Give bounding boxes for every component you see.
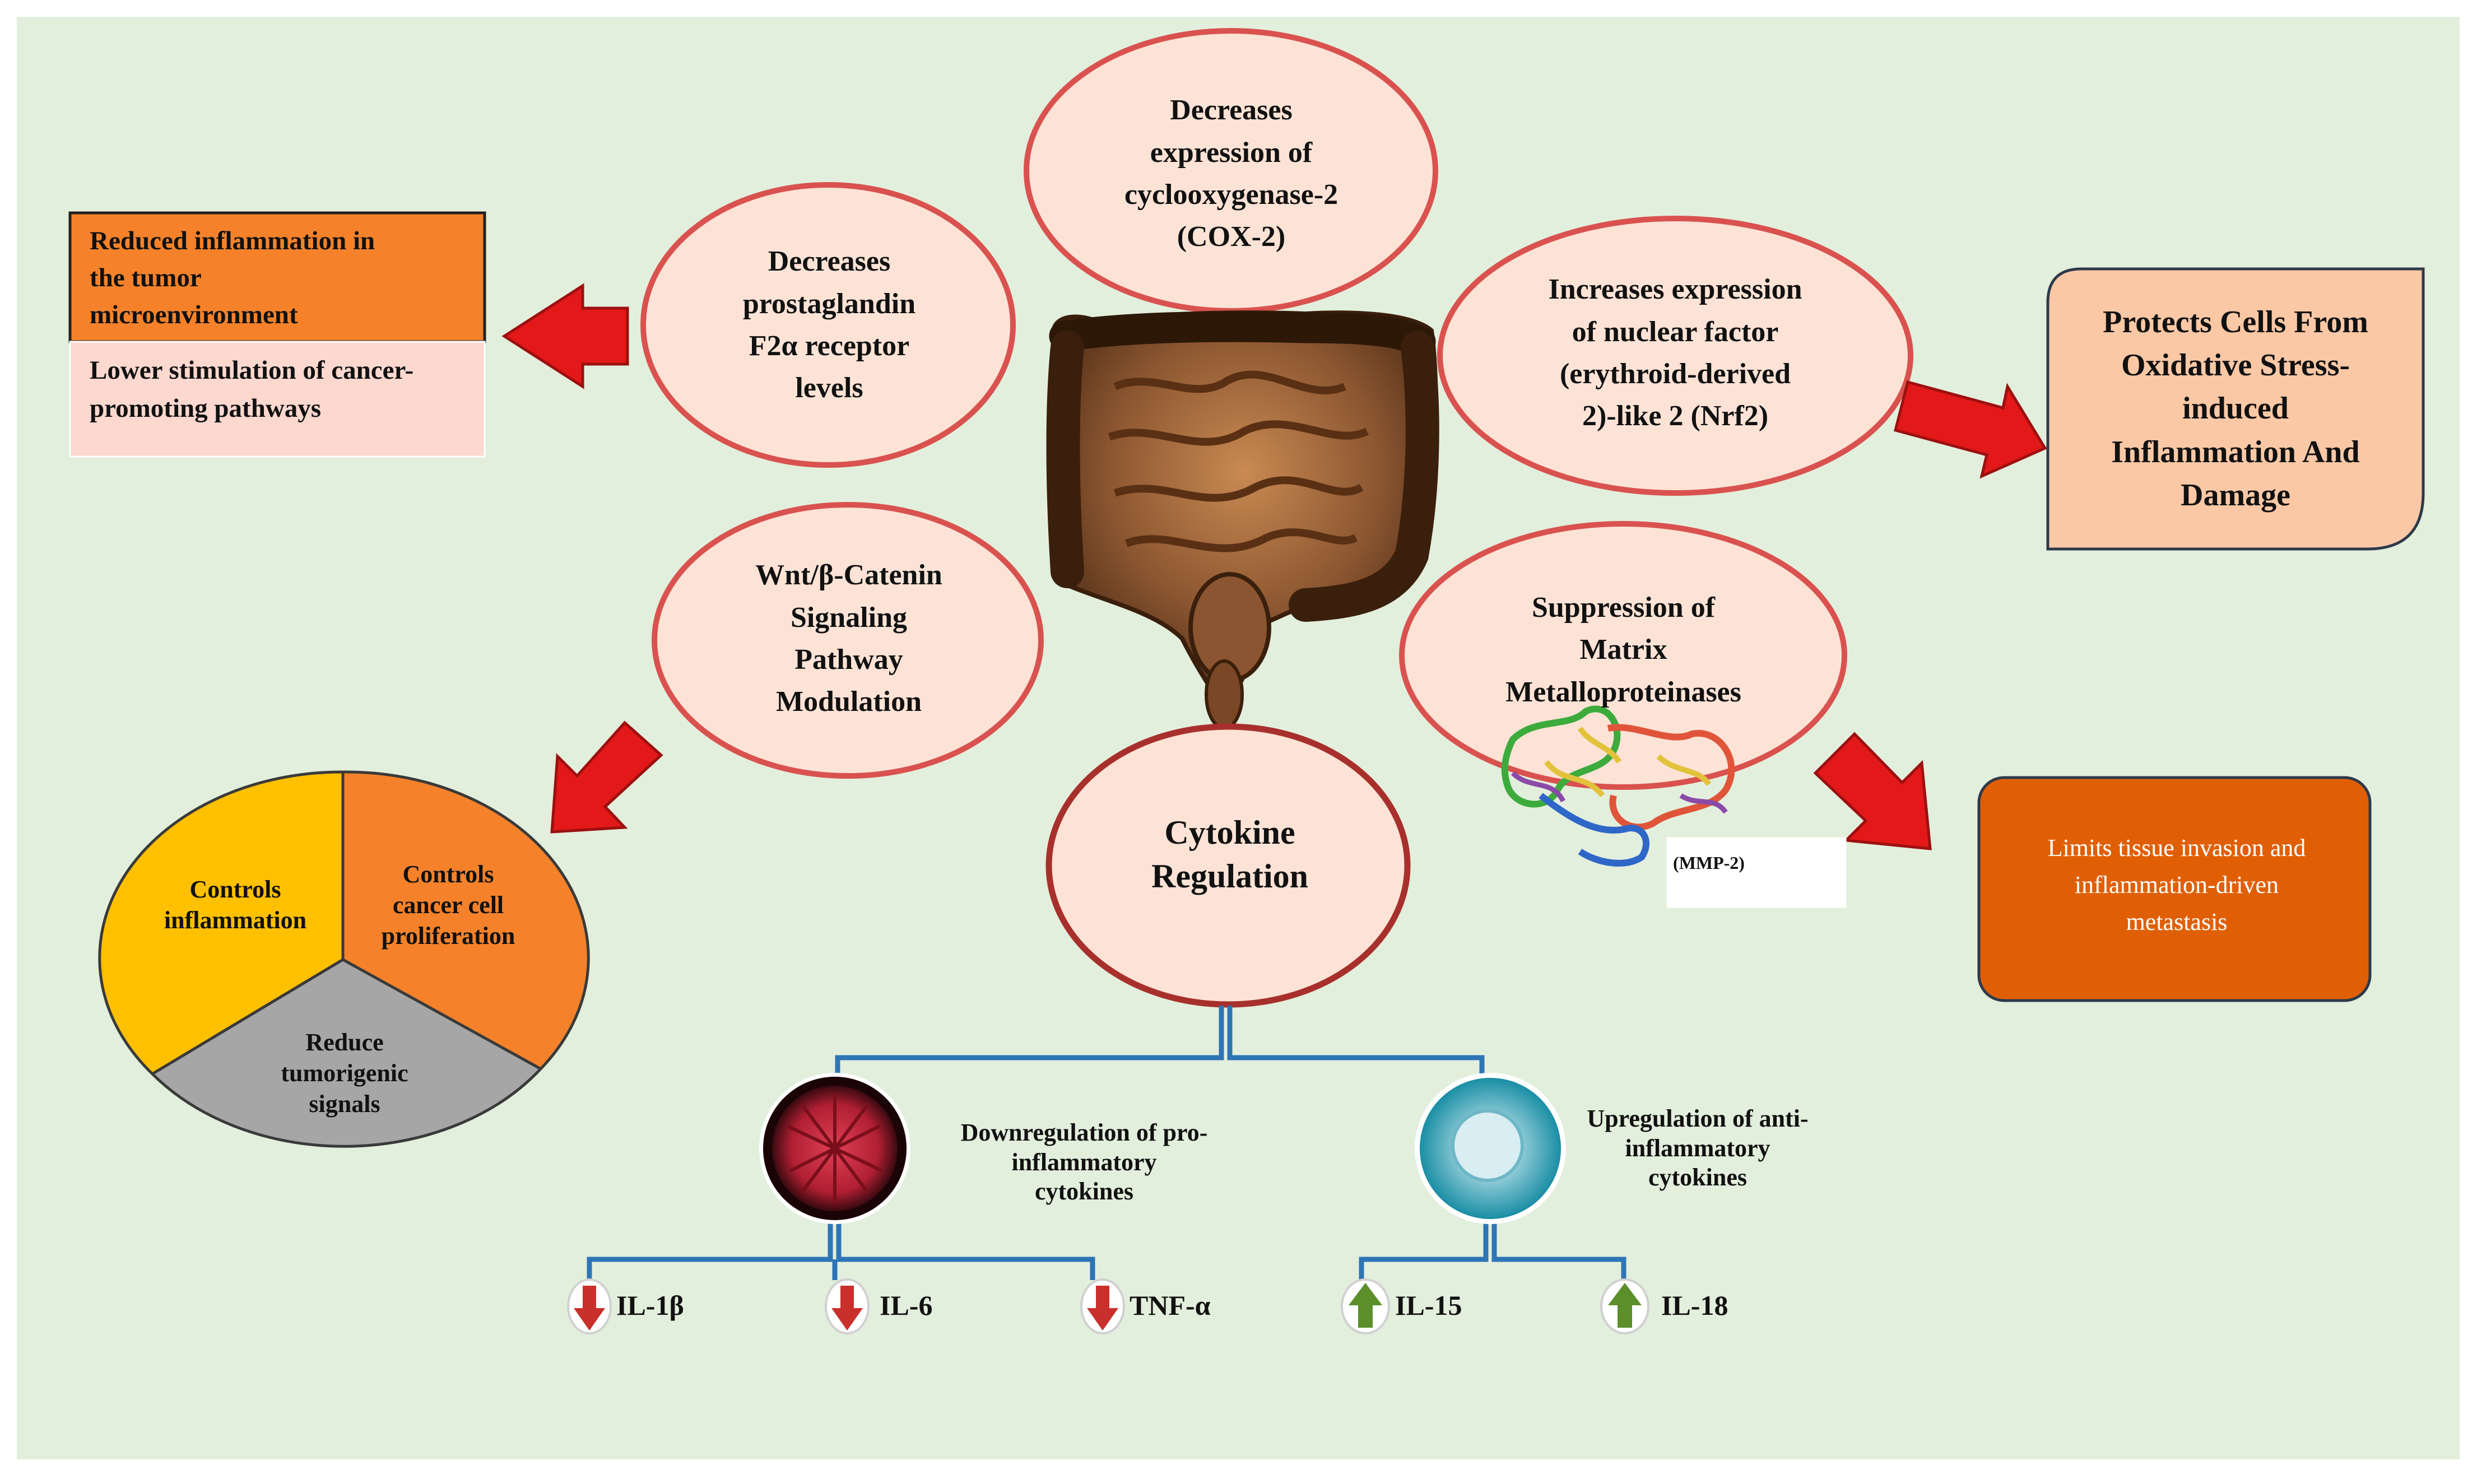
mmp-outcome-box: [1977, 776, 2372, 1002]
upregulation-label: Upregulation of anti- inflammatory cytok…: [1587, 1104, 1809, 1192]
oval-wnt-text: Wnt/β-Catenin Signaling Pathway Modulati…: [755, 559, 942, 718]
pie-label-proliferation: Controls cancer cell proliferation: [381, 860, 515, 950]
arrow-right-red: [1893, 380, 2047, 479]
nrf2-outcome-box: [2046, 267, 2425, 551]
oval-cytokine: [1045, 723, 1411, 1008]
mmp-label-box: [1666, 837, 1847, 908]
mmp-outcome-text: Limits tissue invasion and inflammation-…: [2047, 834, 2306, 936]
oval-cytokine-text: Cytokine Regulation: [1151, 814, 1309, 895]
left-box-bottom: [69, 341, 486, 458]
downregulation-label: Downregulation of pro- inflammatory cyto…: [960, 1118, 1208, 1206]
oval-mmp-text: Suppression of Matrix Metalloproteinases: [1505, 591, 1741, 708]
down-arrow-icon: [825, 1278, 870, 1334]
pie-label-inflammation: Controls inflammation: [164, 876, 307, 934]
down-arrow-icon: [567, 1278, 612, 1334]
oval-nrf2: [1437, 216, 1913, 496]
oval-wnt: [652, 502, 1044, 779]
pie-slice-tumorigenic: [150, 958, 543, 1148]
cytokine-il6: IL-6: [880, 1289, 933, 1321]
blue-cell-icon: [1415, 1073, 1566, 1224]
nrf2-outcome-text: Protects Cells From Oxidative Stress- in…: [2103, 304, 2368, 513]
intestine-icon: [1046, 310, 1439, 730]
down-arrow-icon: [1080, 1278, 1125, 1334]
up-arrow-icon: [1600, 1278, 1649, 1334]
left-box-bottom-text: Lower stimulation of cancer- promoting p…: [90, 355, 414, 423]
left-box-top-text: Reduced inflammation in the tumor microe…: [90, 226, 375, 329]
oval-mmp: [1399, 521, 1847, 790]
pie-label-tumorigenic: Reduce tumorigenic signals: [281, 1028, 408, 1118]
cytokine-il18: IL-18: [1661, 1289, 1728, 1321]
oval-prostaglandin-text: Decreases prostaglandin F2α receptor lev…: [742, 245, 916, 404]
pie-chart: [98, 770, 590, 1148]
cytokine-tnfa: TNF-α: [1130, 1289, 1211, 1321]
oval-cox2-text: Decreases expression of cyclooxygenase-2…: [1124, 94, 1339, 253]
oval-nrf2-text: Increases expression of nuclear factor (…: [1548, 273, 1802, 432]
red-cell-icon: [759, 1073, 910, 1224]
arrow-down-left-red: [550, 720, 663, 834]
pie-slice-inflammation: [98, 770, 345, 1076]
up-arrow-icon: [1341, 1278, 1390, 1334]
pie-slice-proliferation: [341, 770, 590, 1071]
arrow-left-red: [501, 283, 629, 389]
cytokine-il1b: IL-1β: [616, 1289, 684, 1321]
protein-structure-icon: [1501, 705, 1735, 867]
oval-prostaglandin: [640, 182, 1016, 468]
left-box-top: [68, 211, 486, 343]
mmp-label: (MMP-2): [1673, 852, 1745, 873]
cytokine-il15: IL-15: [1395, 1289, 1462, 1321]
arrow-down-right-red: [1813, 732, 1932, 850]
